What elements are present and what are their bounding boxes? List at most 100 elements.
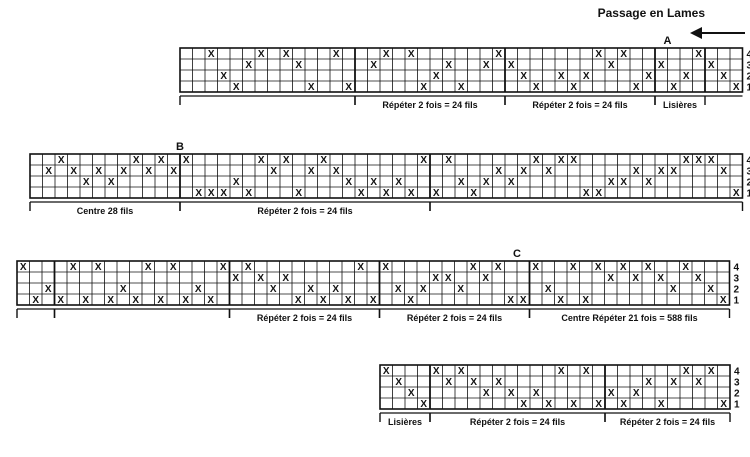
thread-mark: X	[308, 82, 315, 93]
thread-mark: X	[232, 273, 239, 284]
thread-mark: X	[483, 388, 490, 399]
thread-mark: X	[333, 166, 340, 177]
thread-mark: X	[545, 399, 552, 410]
thread-mark: X	[145, 262, 152, 273]
thread-mark: X	[470, 377, 477, 388]
thread-mark: X	[270, 166, 277, 177]
shaft-label: 2	[747, 72, 750, 83]
threading-row-4: XXXXXXXXXXXXXXXXXXXXXXXXXXXX4321Lisières…	[379, 364, 740, 427]
thread-mark: X	[495, 262, 502, 273]
thread-mark: X	[308, 166, 315, 177]
thread-mark: X	[45, 166, 52, 177]
thread-mark: X	[207, 295, 214, 306]
thread-mark: X	[483, 177, 490, 188]
thread-mark: X	[407, 295, 414, 306]
thread-mark: X	[495, 166, 502, 177]
thread-mark: X	[658, 166, 665, 177]
direction-arrow-icon	[690, 27, 745, 39]
thread-mark: X	[595, 262, 602, 273]
thread-mark: X	[558, 366, 565, 377]
thread-mark: X	[445, 155, 452, 166]
thread-mark: X	[645, 177, 652, 188]
thread-mark: X	[295, 60, 302, 71]
thread-mark: X	[70, 262, 77, 273]
thread-mark: X	[233, 177, 240, 188]
thread-mark: X	[258, 155, 265, 166]
thread-mark: X	[408, 188, 415, 199]
shaft-label: 1	[734, 296, 740, 307]
thread-mark: X	[645, 262, 652, 273]
thread-mark: X	[170, 166, 177, 177]
thread-mark: X	[283, 49, 290, 60]
thread-mark: X	[570, 82, 577, 93]
thread-mark: X	[295, 295, 302, 306]
thread-mark: X	[557, 295, 564, 306]
thread-mark: X	[458, 82, 465, 93]
thread-mark: X	[145, 166, 152, 177]
thread-mark: X	[20, 262, 27, 273]
thread-mark: X	[657, 273, 664, 284]
thread-mark: X	[632, 273, 639, 284]
thread-mark: X	[683, 155, 690, 166]
thread-mark: X	[183, 155, 190, 166]
thread-mark: X	[570, 399, 577, 410]
thread-mark: X	[645, 377, 652, 388]
thread-mark: X	[332, 284, 339, 295]
thread-mark: X	[458, 177, 465, 188]
shaft-label: 4	[747, 156, 750, 167]
group-label: Lisières	[388, 417, 422, 427]
thread-mark: X	[720, 166, 727, 177]
shaft-label: 4	[747, 50, 750, 61]
thread-mark: X	[420, 399, 427, 410]
header: Passage en Lames	[598, 6, 745, 39]
thread-mark: X	[482, 273, 489, 284]
thread-mark: X	[445, 60, 452, 71]
group-label: Répéter 2 fois = 24 fils	[257, 206, 352, 216]
thread-mark: X	[608, 388, 615, 399]
shaft-label: 4	[734, 367, 740, 378]
thread-mark: X	[195, 284, 202, 295]
shaft-label: 1	[747, 83, 750, 94]
thread-mark: X	[507, 295, 514, 306]
thread-mark: X	[483, 60, 490, 71]
thread-mark: X	[158, 155, 165, 166]
thread-mark: X	[320, 155, 327, 166]
thread-mark: X	[433, 188, 440, 199]
thread-mark: X	[433, 366, 440, 377]
thread-mark: X	[220, 188, 227, 199]
thread-mark: X	[257, 273, 264, 284]
thread-mark: X	[658, 60, 665, 71]
thread-mark: X	[208, 49, 215, 60]
thread-mark: X	[670, 82, 677, 93]
thread-mark: X	[533, 82, 540, 93]
shaft-label: 3	[747, 61, 750, 72]
thread-mark: X	[358, 188, 365, 199]
thread-mark: X	[633, 388, 640, 399]
thread-mark: X	[432, 273, 439, 284]
group-label: Répéter 2 fois = 24 fils	[620, 417, 715, 427]
thread-mark: X	[383, 366, 390, 377]
shaft-label: 1	[734, 400, 740, 411]
thread-mark: X	[220, 262, 227, 273]
thread-mark: X	[545, 166, 552, 177]
thread-mark: X	[282, 273, 289, 284]
shaft-label: 2	[747, 178, 750, 189]
thread-mark: X	[283, 155, 290, 166]
thread-mark: X	[633, 166, 640, 177]
thread-mark: X	[370, 295, 377, 306]
thread-mark: X	[45, 284, 52, 295]
thread-mark: X	[533, 155, 540, 166]
section-marker: A	[664, 35, 672, 47]
thread-mark: X	[395, 377, 402, 388]
thread-mark: X	[708, 366, 715, 377]
thread-mark: X	[683, 366, 690, 377]
thread-mark: X	[245, 60, 252, 71]
thread-mark: X	[583, 366, 590, 377]
thread-mark: X	[307, 284, 314, 295]
thread-mark: X	[345, 82, 352, 93]
thread-mark: X	[508, 388, 515, 399]
shaft-label: 4	[734, 263, 740, 274]
thread-mark: X	[245, 262, 252, 273]
